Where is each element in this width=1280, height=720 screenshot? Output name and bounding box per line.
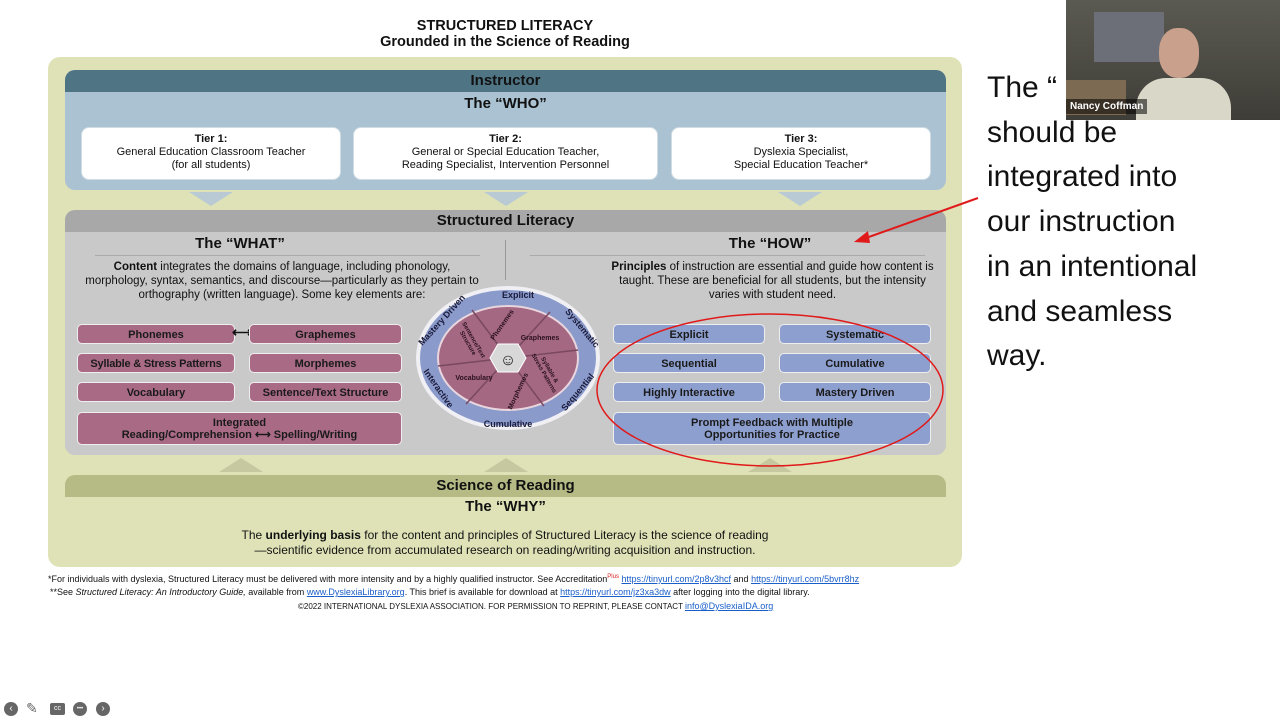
- up-arrow: [748, 458, 792, 472]
- principle-highly-interactive: Highly Interactive: [613, 382, 765, 402]
- copyright: ©2022 INTERNATIONAL DYSLEXIA ASSOCIATION…: [298, 601, 774, 611]
- wheel-label-explicit: Explicit: [502, 290, 534, 300]
- structured-literacy-wheel: ☺ Explicit Systematic Sequential Cumulat…: [416, 286, 601, 430]
- what-description: Content integrates the domains of langua…: [85, 261, 479, 301]
- structured-literacy-header: Structured Literacy: [65, 210, 946, 232]
- up-arrow: [219, 458, 263, 472]
- element-morphemes: Morphemes: [249, 353, 402, 373]
- captions-icon[interactable]: cc: [50, 703, 65, 715]
- more-icon[interactable]: •••: [73, 702, 87, 716]
- tier-2-box: Tier 2:General or Special Education Teac…: [353, 127, 658, 180]
- principle-systematic: Systematic: [779, 324, 931, 344]
- down-arrow: [778, 192, 822, 206]
- instructor-panel: Instructor The “WHO” Tier 1:General Educ…: [65, 70, 946, 190]
- element-vocabulary: Vocabulary: [77, 382, 235, 402]
- science-of-reading-title: Science of Reading: [436, 477, 575, 494]
- student-hexagon: [489, 343, 527, 373]
- who-heading: The “WHO”: [464, 95, 547, 112]
- why-heading: The “WHY”: [465, 498, 546, 515]
- principle-explicit: Explicit: [613, 324, 765, 344]
- instructor-header: Instructor: [65, 70, 946, 92]
- how-heading: The “HOW”: [728, 235, 812, 252]
- tier-1-box: Tier 1:General Education Classroom Teach…: [81, 127, 341, 180]
- down-arrow: [484, 192, 528, 206]
- wheel-label-cumulative: Cumulative: [484, 419, 533, 429]
- element-sentence-structure: Sentence/Text Structure: [249, 382, 402, 402]
- divider: [530, 255, 925, 256]
- science-of-reading-header: Science of Reading: [65, 475, 946, 497]
- link-accreditation-2[interactable]: https://tinyurl.com/5bvrr8hz: [751, 574, 860, 584]
- why-description: The underlying basis for the content and…: [241, 528, 769, 557]
- divider: [505, 240, 506, 280]
- wheel-content-graphemes: Graphemes: [521, 335, 560, 342]
- down-arrow: [189, 192, 233, 206]
- principle-cumulative: Cumulative: [779, 353, 931, 373]
- what-heading: The “WHAT”: [195, 235, 285, 252]
- pen-icon[interactable]: ✎: [26, 700, 38, 716]
- student-icon: ☺: [500, 352, 516, 369]
- element-graphemes: Graphemes: [249, 324, 402, 344]
- how-description: Principles of instruction are essential …: [611, 261, 934, 301]
- wheel-content-vocabulary: Vocabulary: [455, 375, 492, 382]
- bidirectional-arrow-icon: ⟷: [232, 324, 253, 340]
- footnote-1: *For individuals with dyslexia, Structur…: [48, 574, 860, 584]
- previous-icon[interactable]: ‹: [4, 702, 18, 716]
- element-phonemes: Phonemes: [77, 324, 235, 344]
- participant-video[interactable]: Nancy Coffman: [1066, 0, 1280, 120]
- principle-mastery-driven: Mastery Driven: [779, 382, 931, 402]
- participant-body: [1136, 78, 1231, 120]
- link-email[interactable]: info@DyslexiaIDA.org: [685, 601, 774, 611]
- next-icon[interactable]: ›: [96, 702, 110, 716]
- link-brief-download[interactable]: https://tinyurl.com/jz3xa3dw: [560, 587, 671, 597]
- participant-face: [1159, 28, 1199, 78]
- divider: [95, 255, 480, 256]
- link-accreditation-1[interactable]: https://tinyurl.com/2p8v3hcf: [621, 574, 732, 584]
- participant-name: Nancy Coffman: [1066, 99, 1148, 114]
- footnote-2: **See Structured Literacy: An Introducto…: [50, 587, 810, 597]
- link-dyslexia-library[interactable]: www.DyslexiaLibrary.org: [306, 587, 405, 597]
- principle-sequential: Sequential: [613, 353, 765, 373]
- element-syllable: Syllable & Stress Patterns: [77, 353, 235, 373]
- tier-3-box: Tier 3:Dyslexia Specialist,Special Educa…: [671, 127, 931, 180]
- principle-prompt-feedback: Prompt Feedback with Multiple Opportunit…: [613, 412, 931, 445]
- wall-art: [1094, 12, 1164, 62]
- slide-title: STRUCTURED LITERACY: [416, 18, 594, 34]
- slide-subtitle: Grounded in the Science of Reading: [380, 34, 630, 50]
- up-arrow: [484, 458, 528, 472]
